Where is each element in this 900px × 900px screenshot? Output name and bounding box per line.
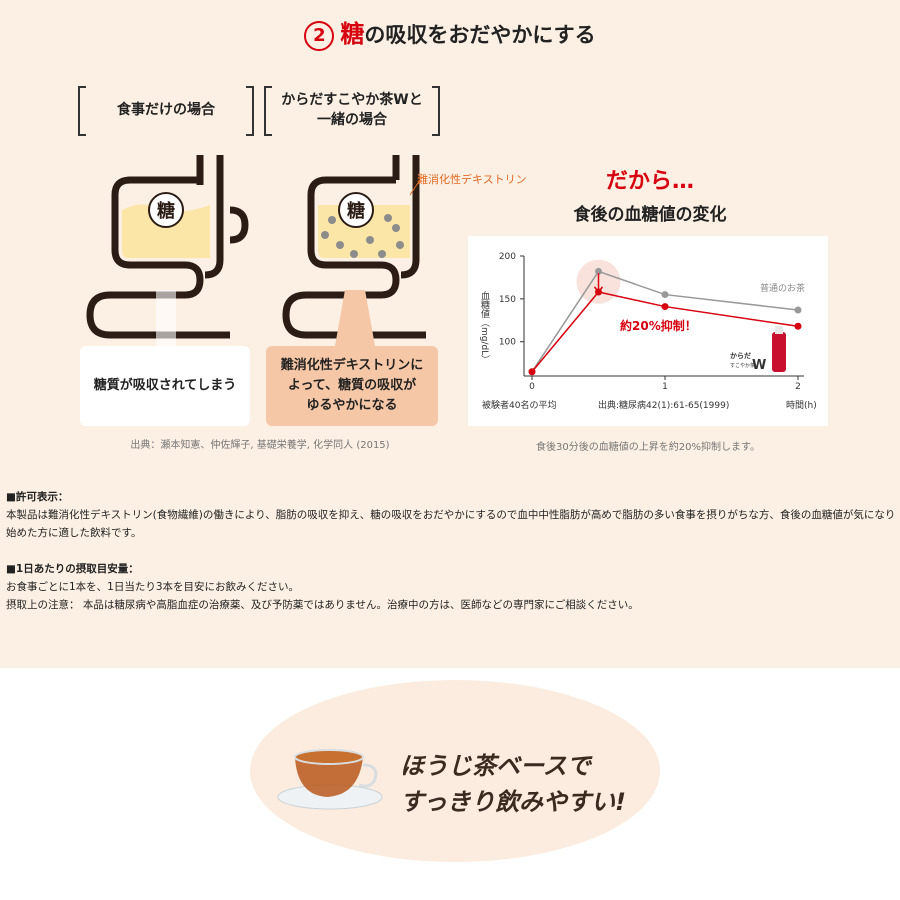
series-line-1 (531, 291, 799, 373)
chart-source-note: 出典:糖尿病42(1):61-65(1999) (598, 399, 729, 411)
permit-text: 本製品は難消化性デキストリン(食物繊維)の働きにより、脂肪の吸収を抑え、糖の吸収… (6, 509, 896, 539)
intestine-left (86, 155, 249, 339)
series-line-0 (531, 270, 799, 373)
y-tick-label: 100 (499, 338, 516, 348)
chart-box: 2 1 0 200 150 100 血糖値（mg/dL） 被験者40名の平均 出典:糖尿病… (468, 236, 828, 426)
intestine-right (282, 155, 426, 339)
y-tick-label: 200 (499, 252, 516, 262)
section-number: 2 (304, 21, 335, 51)
dextrin-dots (321, 214, 404, 258)
y-axis-label: 血糖値（mg/dL） (479, 290, 490, 364)
sugar-char-right: 糖 (347, 200, 365, 222)
series-point-1 (661, 303, 669, 311)
series-point-0 (661, 291, 669, 299)
tagline: ほうじ茶ベースで すっきり飲みやすい! (400, 748, 626, 820)
x-tick-label: 1 (662, 382, 668, 392)
illustration-source: 出典：瀬本知憲、仲佐輝子, 基礎栄養学, 化学同人 (2015) (130, 440, 390, 451)
reduction-arrow (593, 273, 604, 294)
right-case-label: からだすこやか茶Wと一緒の場合 (264, 86, 440, 136)
caution-text: 摂取上の注意： 本品は糖尿病や高脂血症の治療薬、及び予防薬ではありません。治療中… (6, 599, 639, 611)
product-bottle: からだ すこやか茶 W (730, 326, 786, 373)
dextrin-label: 難消化性デキストリン (417, 173, 527, 186)
x-tick-label: 0 (529, 382, 535, 392)
blood-sugar-chart: 2 1 0 200 150 100 血糖値（mg/dL） 被験者40名の平均 出典:糖尿病… (479, 252, 817, 411)
permit-title: ■許可表示： (6, 491, 69, 503)
product-w: W (752, 358, 766, 373)
sugar-char-left: 糖 (157, 200, 175, 222)
food-left (122, 204, 210, 258)
dextrin-pointer (409, 179, 421, 196)
right-result-box: 難消化性デキストリンによって、糖質の吸収がゆるやかになる (266, 346, 438, 426)
reduction-annotation: 約20%抑制！ (620, 318, 697, 333)
tagline-line1: ほうじ茶ベースで (400, 752, 591, 780)
x-axis-label: 時間(h) (786, 400, 817, 411)
product-brand: からだ (730, 352, 751, 360)
intake-title: ■1日あたりの摂取目安量： (6, 563, 139, 575)
sugar-circle-left (148, 192, 184, 228)
tagline-line2: すっきり飲みやすい! (400, 788, 626, 816)
chart-caption: 食後30分後の血糖値の上昇を約20%抑制します。 (536, 442, 760, 453)
x-tick-label: 2 (795, 382, 801, 392)
legend-normal-tea: 普通のお茶 (760, 282, 805, 294)
notes-section: ■許可表示： 本製品は難消化性デキストリン(食物繊維)の働きにより、脂肪の吸収を… (6, 488, 896, 614)
chart-subtitle: 食後の血糖値の変化 (573, 205, 727, 225)
heading-keyword: 糖 (340, 20, 365, 48)
sugar-circle-right (338, 192, 374, 228)
intake-text: お食事ごとに1本を、1日当たり3本を目安にお飲みください。 (6, 581, 300, 593)
series-point-1 (794, 322, 802, 330)
left-case-label: 食事だけの場合 (78, 86, 254, 136)
intestine-illustrations: 糖 糖 (86, 155, 426, 350)
heading-text: の吸収をおだやかにする (364, 23, 596, 47)
dakara-text: だから… (605, 169, 694, 194)
series-point-1 (528, 368, 536, 376)
series-point-0 (794, 306, 802, 314)
product-brand-sub: すこやか茶 (730, 362, 755, 369)
y-tick-label: 150 (499, 295, 516, 305)
teacup-icon (277, 749, 383, 810)
absorption-arrow-left (156, 290, 176, 350)
series-point-0 (595, 267, 602, 275)
absorption-arrow-right (335, 290, 375, 346)
subjects-note: 被験者40名の平均 (482, 399, 556, 411)
left-result-box: 糖質が吸収されてしまう (80, 346, 250, 426)
